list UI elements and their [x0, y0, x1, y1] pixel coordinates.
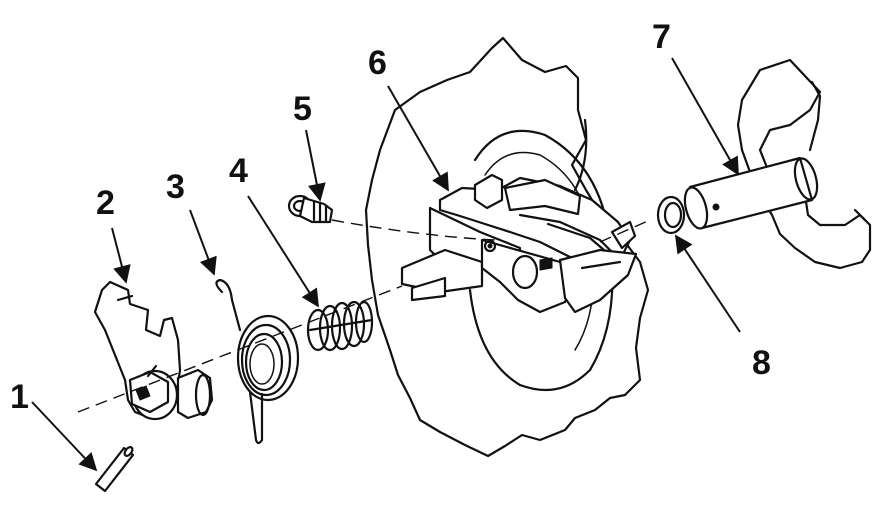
callout-2: 2: [96, 184, 115, 222]
callout-5: 5: [293, 90, 312, 128]
callout-8: 8: [752, 344, 771, 382]
part-3-torsion-spring: [215, 278, 300, 445]
callout-1: 1: [10, 378, 29, 416]
part-1-roll-pin: [94, 446, 135, 493]
part-5-shoulder-bolt: [287, 194, 334, 224]
part-8-retaining-ring: [656, 195, 686, 235]
assembly-center-lines: [77, 219, 651, 413]
callout-3: 3: [166, 168, 185, 206]
part-4-compression-spring: [306, 300, 374, 352]
part-2-actuator-lever: [93, 280, 214, 421]
part-7-pivot-pin: [683, 58, 872, 270]
callout-4: 4: [229, 152, 248, 190]
callout-leaders: [31, 57, 741, 472]
callout-labels: 1 2 3 4 5 6 7 8: [10, 18, 771, 416]
callout-7: 7: [652, 18, 671, 56]
callout-6: 6: [368, 44, 387, 82]
part-6-mechanism-housing: [400, 173, 638, 314]
